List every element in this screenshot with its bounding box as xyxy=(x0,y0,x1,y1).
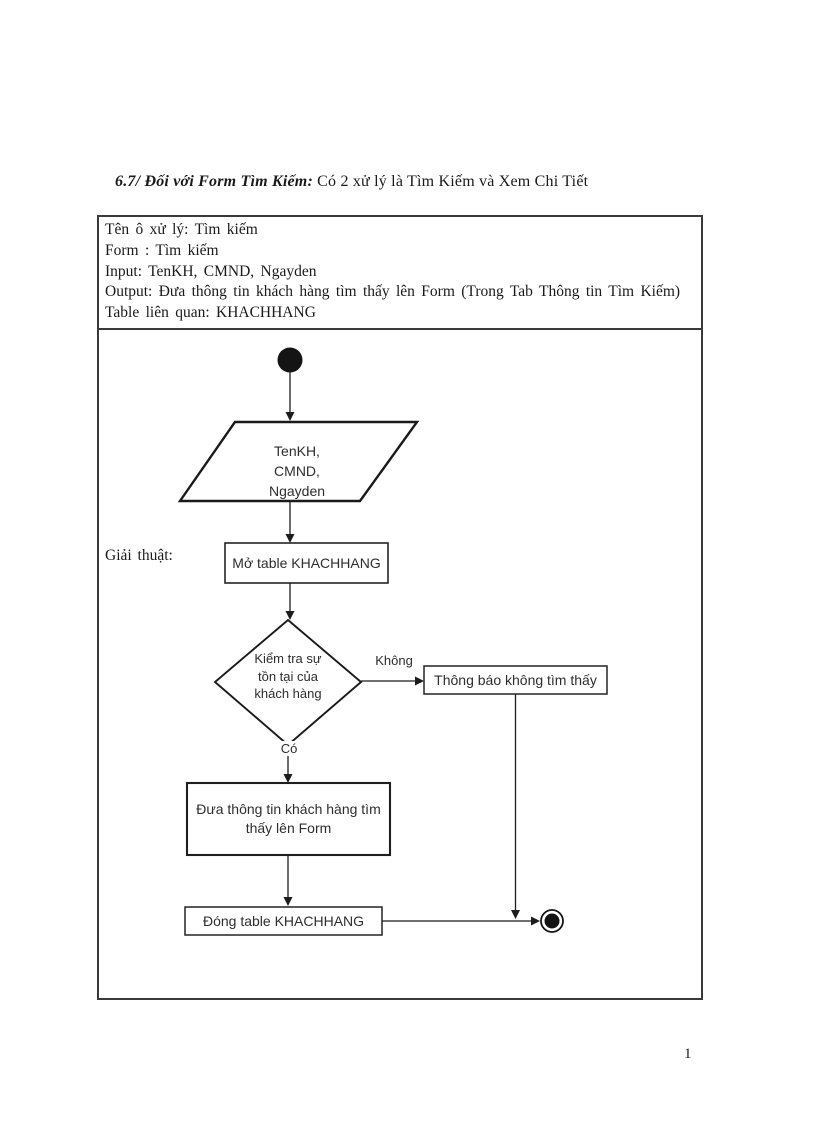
close-table-label: Đóng table KHACHHANG xyxy=(202,913,365,929)
show-info-label: Đưa thông tin khách hàng tìm thấy lên Fo… xyxy=(187,783,390,855)
section-title-emphasis: 6.7/ Đối với Form Tìm Kiếm: xyxy=(115,173,313,190)
input-line-1: TenKH, xyxy=(274,443,320,459)
algorithm-label: Giải thuật: xyxy=(105,547,173,564)
show-info-line-2: thấy lên Form xyxy=(245,820,332,836)
arrowhead-decision-notfound xyxy=(415,676,424,686)
arrowhead-notfound-end xyxy=(511,910,520,919)
branch-yes-label: Có xyxy=(276,741,302,756)
arrowhead-decision-show xyxy=(283,774,293,783)
open-table-label: Mở table KHACHHANG xyxy=(232,555,381,571)
spec-row-name: Tên ô xử lý: Tìm kiếm xyxy=(105,221,258,238)
arrowhead-close-end xyxy=(531,916,540,926)
input-line-2: CMND, xyxy=(274,463,320,479)
end-node xyxy=(544,913,560,929)
open-table-rect xyxy=(224,542,389,584)
show-info-rect xyxy=(185,781,392,857)
section-title-text: Có 2 xử lý là Tìm Kiếm và Xem Chi Tiết xyxy=(312,173,589,190)
close-table-rect xyxy=(184,906,383,936)
page-number: 1 xyxy=(684,1046,692,1062)
spec-row-form: Form : Tìm kiếm xyxy=(105,241,219,259)
decision-line-2: tồn tại của xyxy=(258,668,318,684)
spec-row-input: Input: TenKH, CMND, Ngayden xyxy=(105,262,317,280)
arrowhead-input-open xyxy=(285,534,295,543)
arrowhead-open-decision xyxy=(285,611,295,620)
branch-no-label: Không xyxy=(375,653,413,668)
section-title: 6.7/ Đối với Form Tìm Kiếm: Có 2 xử lý l… xyxy=(115,171,715,193)
spec-row-output: Output: Đưa thông tin khách hàng tìm thấ… xyxy=(105,283,681,301)
arrowhead-start-input xyxy=(285,412,295,421)
input-node-label: TenKH, CMND, Ngayden xyxy=(221,441,373,501)
decision-label: Kiểm tra sự tồn tại của khách hàng xyxy=(213,650,363,703)
start-node xyxy=(277,347,303,373)
input-line-3: Ngayden xyxy=(268,483,326,499)
decision-line-3: khách hàng xyxy=(254,686,322,701)
not-found-label: Thông báo không tìm thấy xyxy=(434,672,597,688)
process-spec-box: Tên ô xử lý: Tìm kiếm Form : Tìm kiếm In… xyxy=(97,215,703,1000)
not-found-rect xyxy=(423,665,608,695)
show-info-line-1: Đưa thông tin khách hàng tìm xyxy=(196,800,381,817)
process-spec-header: Tên ô xử lý: Tìm kiếm Form : Tìm kiếm In… xyxy=(99,217,701,330)
spec-row-table: Table liên quan: KHACHHANG xyxy=(105,304,316,322)
input-parallelogram xyxy=(177,420,420,503)
arrowhead-show-close xyxy=(283,897,293,906)
decision-line-1: Kiểm tra sự xyxy=(254,651,322,666)
